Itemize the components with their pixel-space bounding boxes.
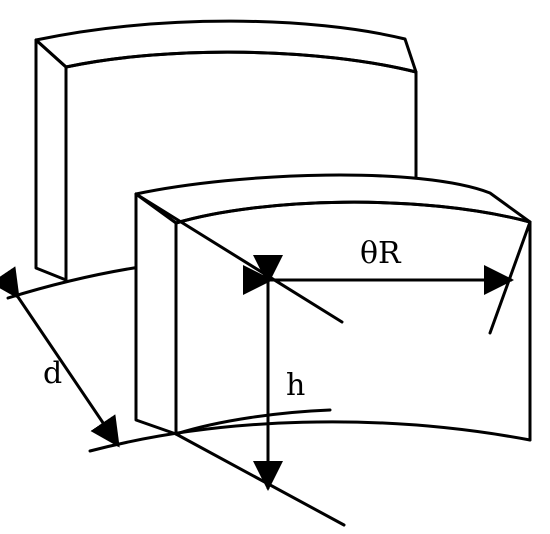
front-segment-bottom-edge xyxy=(174,408,332,436)
front-segment xyxy=(134,173,532,442)
front-base-curve xyxy=(88,420,532,453)
back-segment-top xyxy=(34,19,418,74)
h-label: h xyxy=(286,368,305,403)
d-arrow xyxy=(0,266,120,448)
back-segment-left-side xyxy=(34,38,68,282)
theta-r-label: θR xyxy=(360,236,402,271)
back-segment-front-face xyxy=(64,50,418,184)
bottom-radial-line xyxy=(174,432,346,527)
d-label: d xyxy=(43,356,62,391)
right-radial-line xyxy=(488,220,532,335)
left-radial-line xyxy=(134,192,344,324)
back-base-curve xyxy=(6,265,142,300)
front-segment-front-face xyxy=(174,200,532,442)
back-segment xyxy=(34,19,418,282)
front-segment-top xyxy=(134,173,532,225)
front-segment-left-side xyxy=(134,192,178,436)
